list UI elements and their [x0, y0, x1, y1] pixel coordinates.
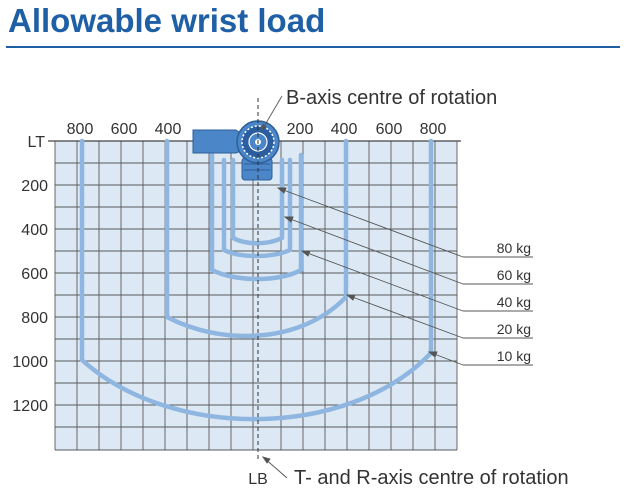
title-divider [6, 46, 620, 48]
b-axis-label: B-axis centre of rotation [286, 87, 497, 109]
envelope-10kg [79, 138, 434, 422]
top-tick: 600 [111, 121, 138, 138]
left-tick: 400 [21, 222, 48, 239]
robot-wrist [192, 120, 280, 181]
robot-arm [192, 129, 244, 154]
left-tick: 200 [21, 178, 48, 195]
load-label-60kg: 60 kg [497, 267, 531, 283]
top-tick: 400 [155, 121, 182, 138]
load-label-10kg: 10 kg [497, 348, 531, 364]
tr-axis-label: T- and R-axis centre of rotation [294, 467, 569, 489]
diagram-panel [55, 141, 457, 450]
left-tick: 600 [21, 266, 48, 283]
load-label-20kg: 20 kg [497, 321, 531, 337]
envelope-80kg [230, 157, 285, 246]
top-axis: 800 600 400 200 400 600 800 [67, 121, 447, 138]
left-tick: 1200 [12, 398, 48, 415]
left-tick: 1000 [12, 354, 48, 371]
envelope-60kg [221, 157, 293, 259]
envelope-20kg [164, 138, 349, 339]
load-label-40kg: 40 kg [497, 294, 531, 310]
left-axis: LT 200 400 600 800 1000 1200 [12, 134, 48, 415]
leader-lines [261, 95, 533, 479]
top-tick: 200 [287, 121, 314, 138]
top-tick: 800 [420, 121, 447, 138]
load-labels: 80 kg 60 kg 40 kg 20 kg 10 kg [497, 240, 531, 364]
left-tick: 800 [21, 310, 48, 327]
top-tick: 800 [67, 121, 94, 138]
lt-label: LT [28, 134, 46, 151]
load-label-80kg: 80 kg [497, 240, 531, 256]
load-envelopes [79, 138, 434, 422]
envelope-40kg [209, 152, 304, 282]
lb-label: LB [248, 471, 268, 488]
top-tick: 600 [376, 121, 403, 138]
top-tick: 400 [331, 121, 358, 138]
page-title: Allowable wrist load [8, 2, 326, 39]
